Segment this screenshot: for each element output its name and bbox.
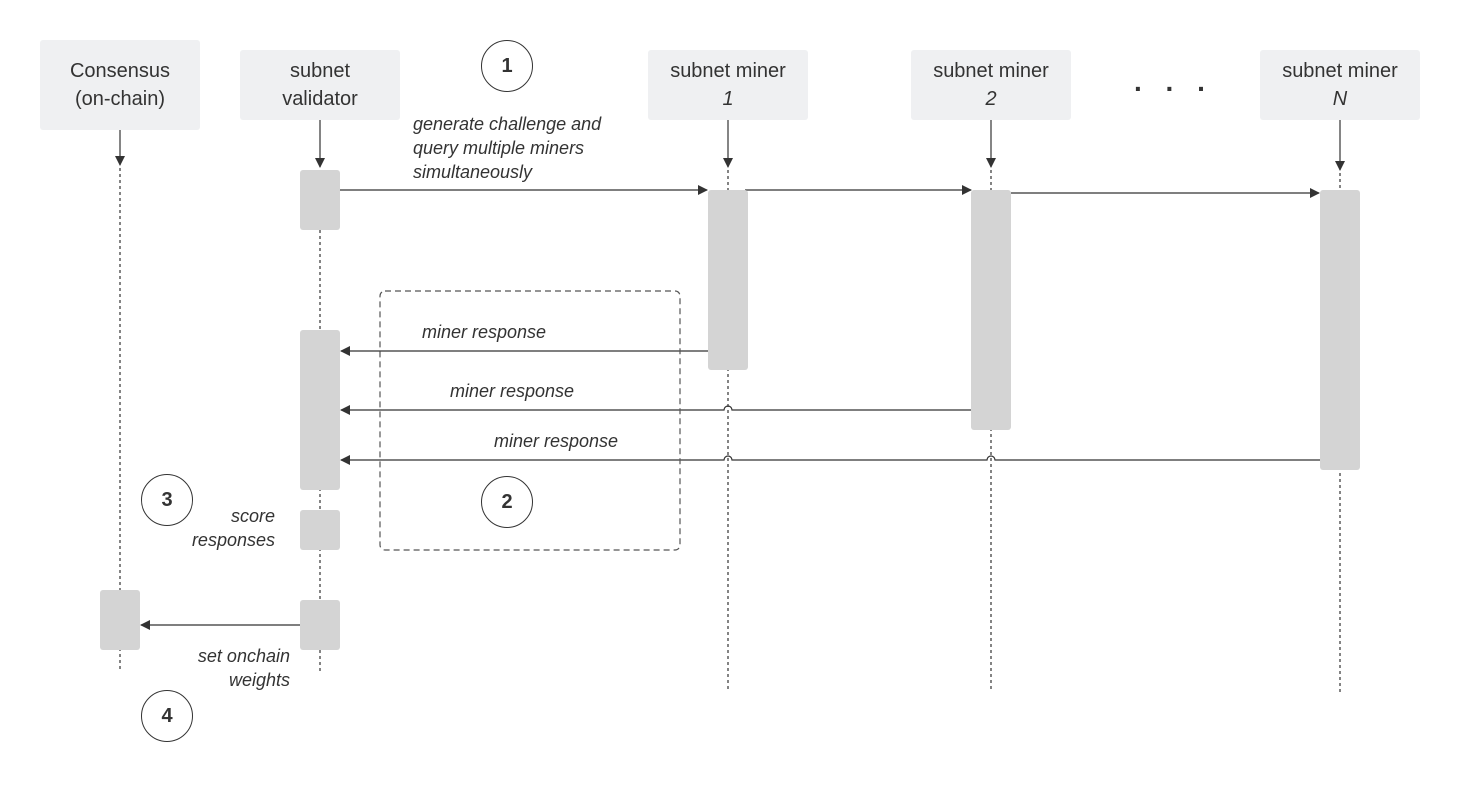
arrow-response-miner-n bbox=[340, 455, 1321, 465]
step-2-badge: 2 bbox=[481, 476, 533, 528]
participant-miner-2-line2: 2 bbox=[985, 88, 997, 110]
participant-miner-1-line1: subnet miner bbox=[670, 60, 786, 82]
response-label-miner-n: miner response bbox=[494, 431, 619, 451]
activation-validator-receive bbox=[300, 330, 340, 490]
participant-miner-1-line2: 1 bbox=[722, 88, 734, 110]
score-label-line2: responses bbox=[191, 530, 275, 550]
response-label-miner-2: miner response bbox=[450, 381, 575, 401]
weights-label: set onchain weights bbox=[170, 644, 290, 692]
activation-validator-weights bbox=[300, 600, 340, 650]
participant-validator: subnet validator bbox=[240, 50, 400, 120]
activation-miner-n bbox=[1320, 190, 1360, 470]
step-3-badge: 3 bbox=[141, 474, 193, 526]
parallel-group-box bbox=[379, 290, 681, 551]
step-4-badge: 4 bbox=[141, 690, 193, 742]
participant-validator-line1: subnet bbox=[289, 60, 351, 82]
participant-miner-2-line1: subnet miner bbox=[933, 60, 1049, 82]
weights-label-line1: set onchain bbox=[197, 646, 290, 666]
arrow-response-miner-2 bbox=[340, 405, 971, 415]
query-label: generate challenge and query multiple mi… bbox=[413, 112, 601, 184]
query-label-line2: query multiple miners bbox=[413, 138, 585, 158]
participant-miner-1: subnet miner 1 bbox=[648, 50, 808, 120]
response-label-miner-1: miner response bbox=[422, 322, 547, 342]
participant-miner-2: subnet miner 2 bbox=[911, 50, 1071, 120]
participant-consensus-line2: (on-chain) bbox=[74, 88, 166, 110]
participant-consensus: Consensus (on-chain) bbox=[40, 40, 200, 130]
participant-miner-n: subnet miner N bbox=[1260, 50, 1420, 120]
participant-miner-n-line2: N bbox=[1332, 88, 1348, 110]
query-label-line1: generate challenge and bbox=[413, 114, 602, 134]
participant-consensus-line1: Consensus bbox=[69, 60, 171, 82]
weights-label-line2: weights bbox=[228, 670, 290, 690]
activation-validator-score bbox=[300, 510, 340, 550]
step-1-badge: 1 bbox=[481, 40, 533, 92]
query-label-line3: simultaneously bbox=[413, 162, 533, 182]
activation-miner-2 bbox=[971, 190, 1011, 430]
more-miners-ellipsis: . . . bbox=[1134, 66, 1213, 97]
activation-miner-1 bbox=[708, 190, 748, 370]
participant-miner-n-line1: subnet miner bbox=[1282, 60, 1398, 82]
score-label-line1: score bbox=[230, 506, 275, 526]
score-label: score responses bbox=[170, 504, 275, 552]
participant-validator-line2: validator bbox=[282, 88, 358, 110]
activation-validator-query bbox=[300, 170, 340, 230]
activation-consensus bbox=[100, 590, 140, 650]
